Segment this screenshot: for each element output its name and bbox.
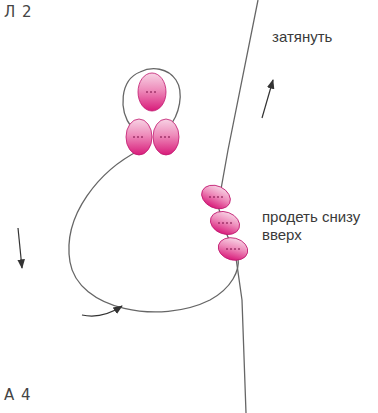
instruction-label: продеть снизу вверх xyxy=(262,208,374,244)
beads xyxy=(126,73,250,264)
figure-number: А 4 xyxy=(4,386,32,404)
thread xyxy=(69,0,258,413)
bead-holes xyxy=(133,92,240,249)
instruction-label: затянуть xyxy=(272,28,332,46)
figure-number: Л 2 xyxy=(4,3,33,21)
direction-arrows xyxy=(18,80,273,316)
